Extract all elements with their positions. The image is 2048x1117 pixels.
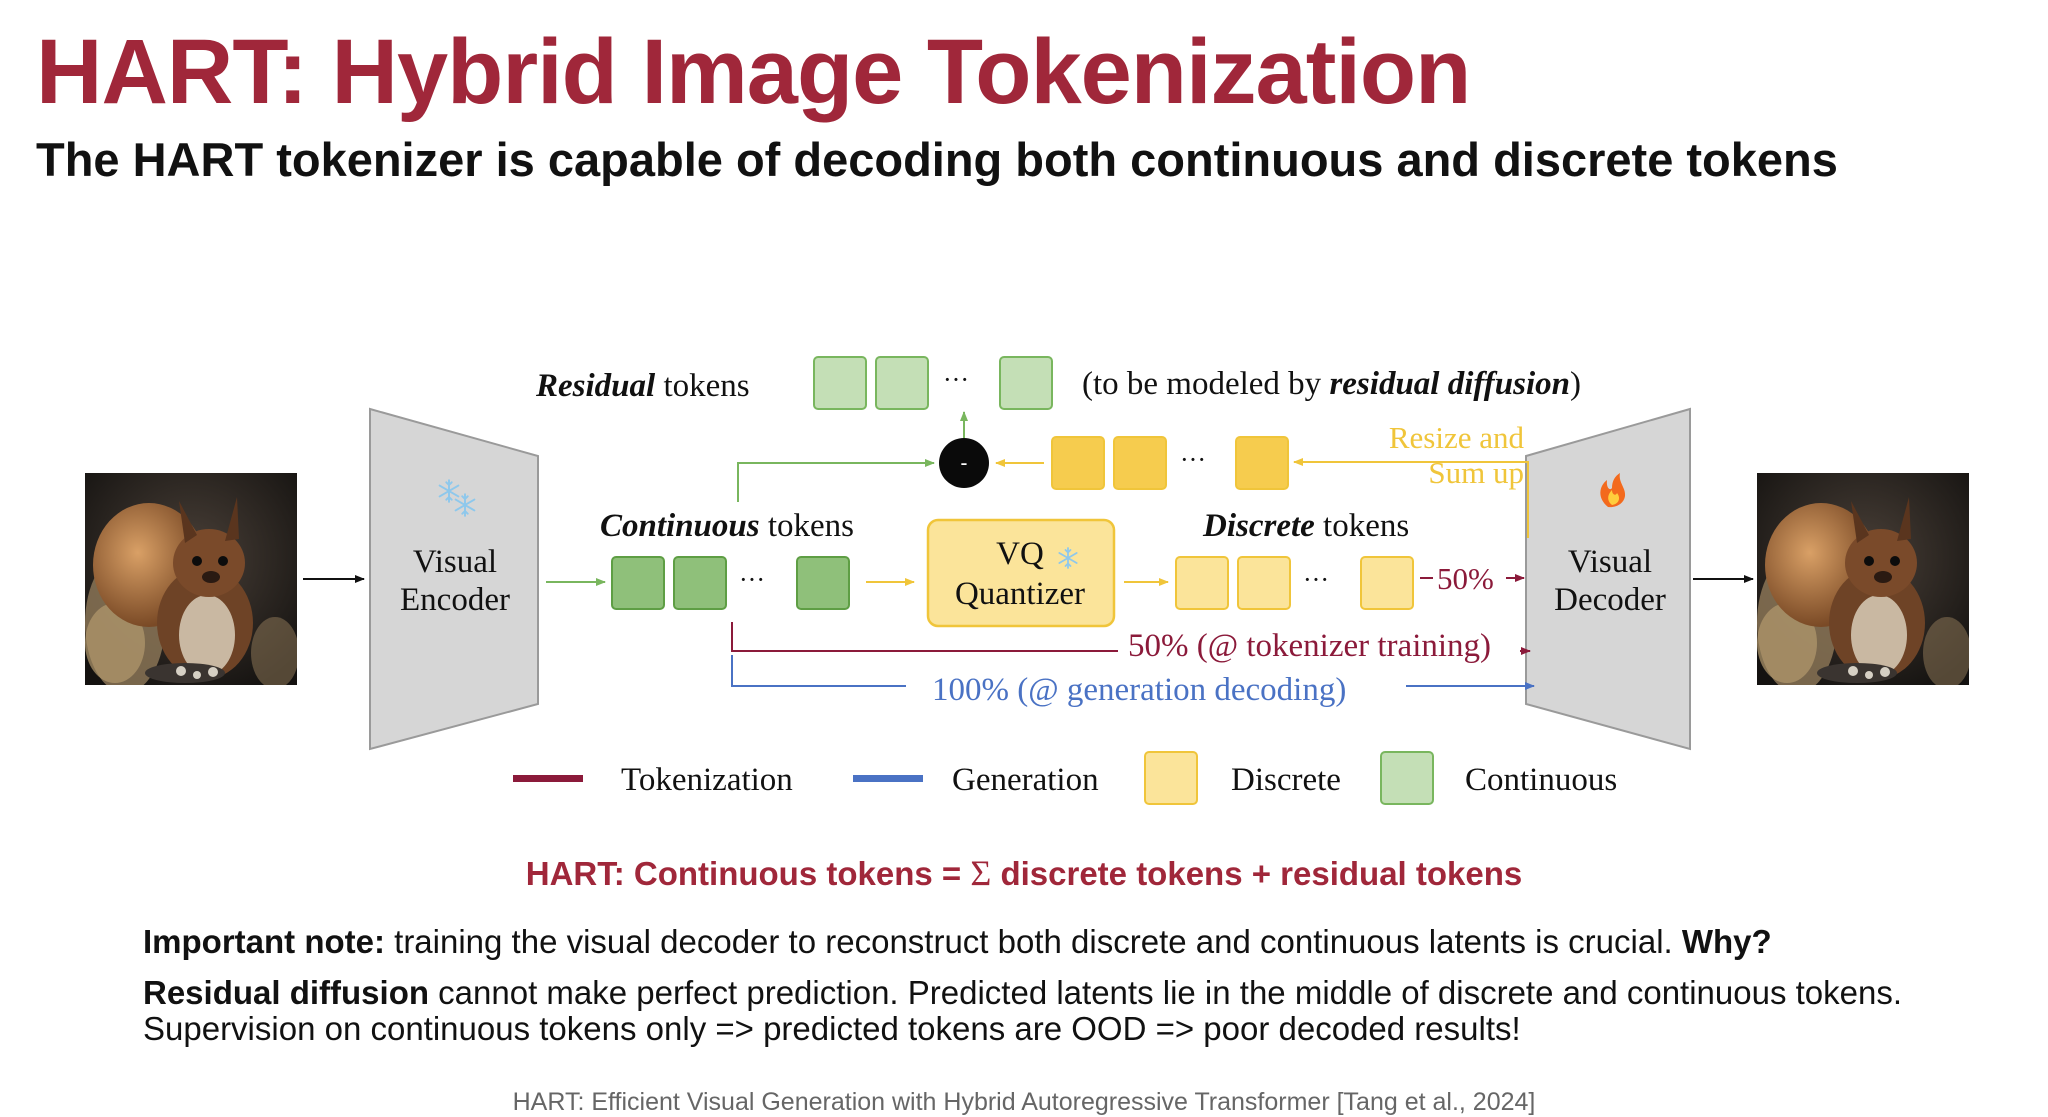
- slide-subtitle: The HART tokenizer is capable of decodin…: [36, 133, 1838, 186]
- generation-decoding-line: [731, 655, 906, 687]
- summed-discrete-token: [1051, 436, 1105, 490]
- resize-label-line2: Sum up: [1428, 455, 1524, 490]
- pct-generation-label: 100% (@ generation decoding): [932, 672, 1346, 708]
- continuous-ellipsis: ···: [739, 565, 765, 594]
- output-image: [1757, 473, 1969, 685]
- important-note: Important note: training the visual deco…: [143, 924, 1973, 960]
- encoder-label-line1: Visual: [413, 544, 497, 580]
- equation-prefix: HART: Continuous tokens =: [525, 855, 971, 892]
- discrete-token: [1175, 556, 1229, 610]
- legend-continuous-swatch: [1380, 751, 1434, 805]
- residual-note: (to be modeled by residual diffusion): [1082, 366, 1581, 402]
- continuous-token: [611, 556, 665, 610]
- fire-icon: [1600, 473, 1626, 508]
- important-note-lead: Important note:: [143, 923, 385, 960]
- subtract-node: [939, 438, 989, 488]
- quantizer-label-line1: VQ: [996, 536, 1044, 572]
- legend-generation-label: Generation: [952, 762, 1099, 798]
- residual-token: [813, 356, 867, 410]
- legend-generation-swatch: [853, 775, 923, 782]
- decoder-label-line2: Decoder: [1554, 582, 1666, 618]
- residual-ellipsis: ···: [943, 365, 969, 394]
- vq-quantizer-block: [926, 518, 1116, 628]
- quantizer-label-line2: Quantizer: [955, 576, 1085, 612]
- citation: HART: Efficient Visual Generation with H…: [512, 1088, 1536, 1116]
- encoder-label-line2: Encoder: [400, 582, 510, 618]
- subtract-symbol: -: [961, 452, 968, 474]
- slide-title: HART: Hybrid Image Tokenization: [36, 21, 1471, 123]
- sigma-symbol: Σ: [970, 853, 992, 893]
- decoder-label-line1: Visual: [1568, 544, 1652, 580]
- summed-discrete-token: [1235, 436, 1289, 490]
- legend-tokenization-swatch: [513, 775, 583, 782]
- summed-discrete-token: [1113, 436, 1167, 490]
- discrete-tokens-label: Discrete tokens: [1202, 508, 1409, 544]
- legend-discrete-label: Discrete: [1231, 762, 1341, 798]
- residual-diffusion-text: cannot make perfect prediction. Predicte…: [143, 974, 1903, 1047]
- legend-tokenization-label: Tokenization: [621, 762, 793, 798]
- important-note-why: Why?: [1681, 923, 1772, 960]
- legend: Tokenization Generation Discrete Continu…: [513, 751, 1617, 805]
- discrete-token: [1237, 556, 1291, 610]
- continuous-tokens-label: Continuous tokens: [600, 508, 854, 544]
- resize-label-line1: Resize and: [1389, 420, 1525, 455]
- important-note-text: training the visual decoder to reconstru…: [384, 923, 1682, 960]
- summed-ellipsis: ···: [1180, 445, 1206, 474]
- legend-continuous-label: Continuous: [1465, 762, 1617, 798]
- legend-discrete-swatch: [1144, 751, 1198, 805]
- continuous-token: [796, 556, 850, 610]
- hart-tokenizer-diagram: Visual Encoder Visual Decoder Continuous…: [85, 356, 1969, 805]
- visual-decoder-block: [1525, 407, 1691, 751]
- continuous-token: [673, 556, 727, 610]
- equation: HART: Continuous tokens = Σ discrete tok…: [0, 852, 2048, 894]
- residual-tokens-label: Residual tokens: [535, 368, 750, 404]
- visual-encoder-block: [369, 407, 539, 751]
- residual-diffusion-note: Residual diffusion cannot make perfect p…: [143, 975, 1973, 1047]
- residual-token: [999, 356, 1053, 410]
- resize-sum-line: [1304, 461, 1529, 538]
- residual-token: [875, 356, 929, 410]
- discrete-token: [1360, 556, 1414, 610]
- input-image: [85, 473, 297, 685]
- residual-diffusion-lead: Residual diffusion: [143, 974, 430, 1011]
- discrete-ellipsis: ···: [1303, 565, 1329, 594]
- pct-training-label: 50% (@ tokenizer training): [1128, 628, 1491, 664]
- pct-discrete-label: 50%: [1437, 561, 1494, 596]
- tokenizer-training-line: [731, 622, 1118, 652]
- continuous-to-subtract-line: [737, 459, 935, 502]
- equation-suffix: discrete tokens + residual tokens: [991, 855, 1523, 892]
